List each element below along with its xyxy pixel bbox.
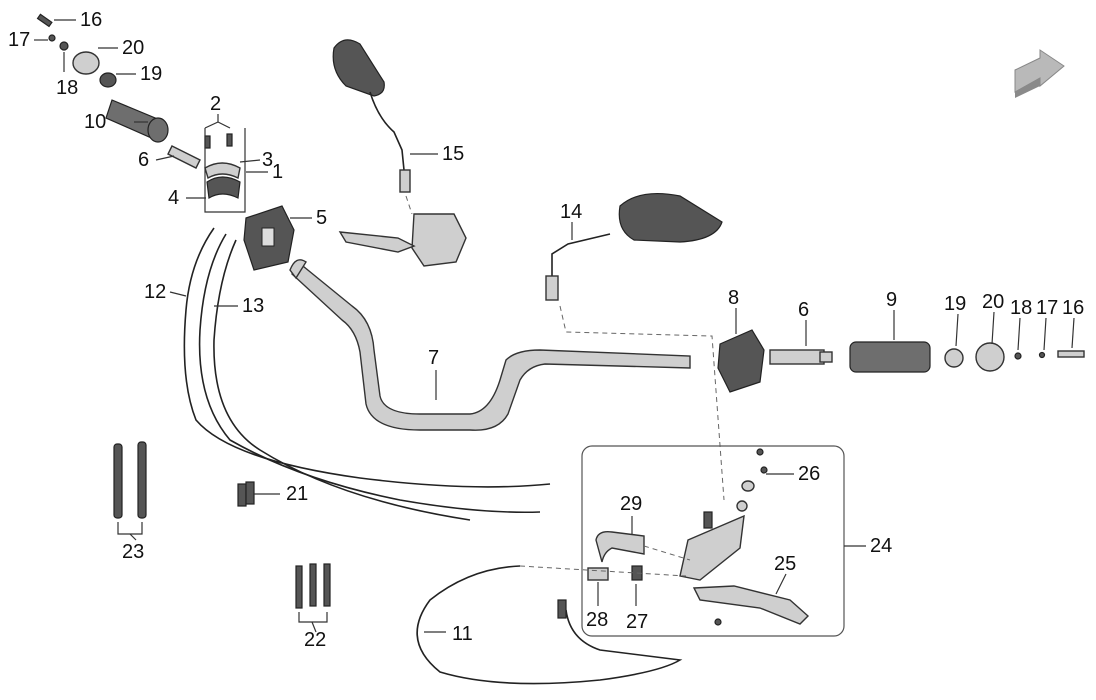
callout-7: 7 [428,347,439,369]
callout-23: 23 [122,541,144,563]
cable-clips [237,481,255,507]
callout-17-right: 17 [1036,297,1058,319]
clutch-lever-group-box [581,445,845,637]
callout-13: 13 [242,295,264,317]
callout-21: 21 [286,483,308,505]
callout-9: 9 [886,289,897,311]
right-mirror [545,192,723,301]
callout-labels: 16 17 20 18 19 10 2 3 1 6 4 5 15 14 12 1… [8,9,1084,651]
callout-22: 22 [304,629,326,651]
callout-15: 15 [442,143,464,165]
clutch-lever-assembly [519,448,810,626]
callout-20-left: 20 [122,37,144,59]
callout-11: 11 [452,623,473,645]
callout-26: 26 [798,463,820,485]
callout-16-right: 16 [1062,297,1084,319]
callout-4: 4 [168,187,179,209]
front-brake-master-cylinder [338,195,467,267]
throttle-cables [183,227,551,521]
callout-6-right: 6 [798,299,809,321]
callout-17-left: 17 [8,29,30,51]
left-mirror [332,39,411,193]
right-switch-housing [717,329,765,393]
left-switch-housing [204,128,246,213]
front-direction-arrow-icon [1014,49,1065,98]
callout-29: 29 [620,493,642,515]
callout-25: 25 [774,553,796,575]
callout-3: 3 [262,149,273,171]
callout-19-left: 19 [140,63,162,85]
callout-18-right: 18 [1010,297,1032,319]
callout-14: 14 [560,201,582,223]
callout-1: 1 [272,161,283,183]
callout-2: 2 [210,93,221,115]
leader-lines [34,19,1075,633]
callout-8: 8 [728,287,739,309]
callout-6-left: 6 [138,149,149,171]
left-grip-assembly [36,13,201,169]
cable-straps-short [295,563,331,623]
callout-12: 12 [144,281,166,303]
callout-20-right: 20 [982,291,1004,313]
cable-straps-long [113,441,147,535]
callout-19-right: 19 [944,293,966,315]
handlebar [289,259,691,431]
right-switch-block [243,205,295,271]
right-grip-assembly [769,341,1085,373]
callout-5: 5 [316,207,327,229]
callout-24: 24 [870,535,892,557]
callout-10: 10 [84,111,106,133]
clutch-cable [416,565,683,685]
callout-27: 27 [626,611,648,633]
callout-28: 28 [586,609,608,631]
callout-16-left: 16 [80,9,102,31]
callout-18-left: 18 [56,77,78,99]
